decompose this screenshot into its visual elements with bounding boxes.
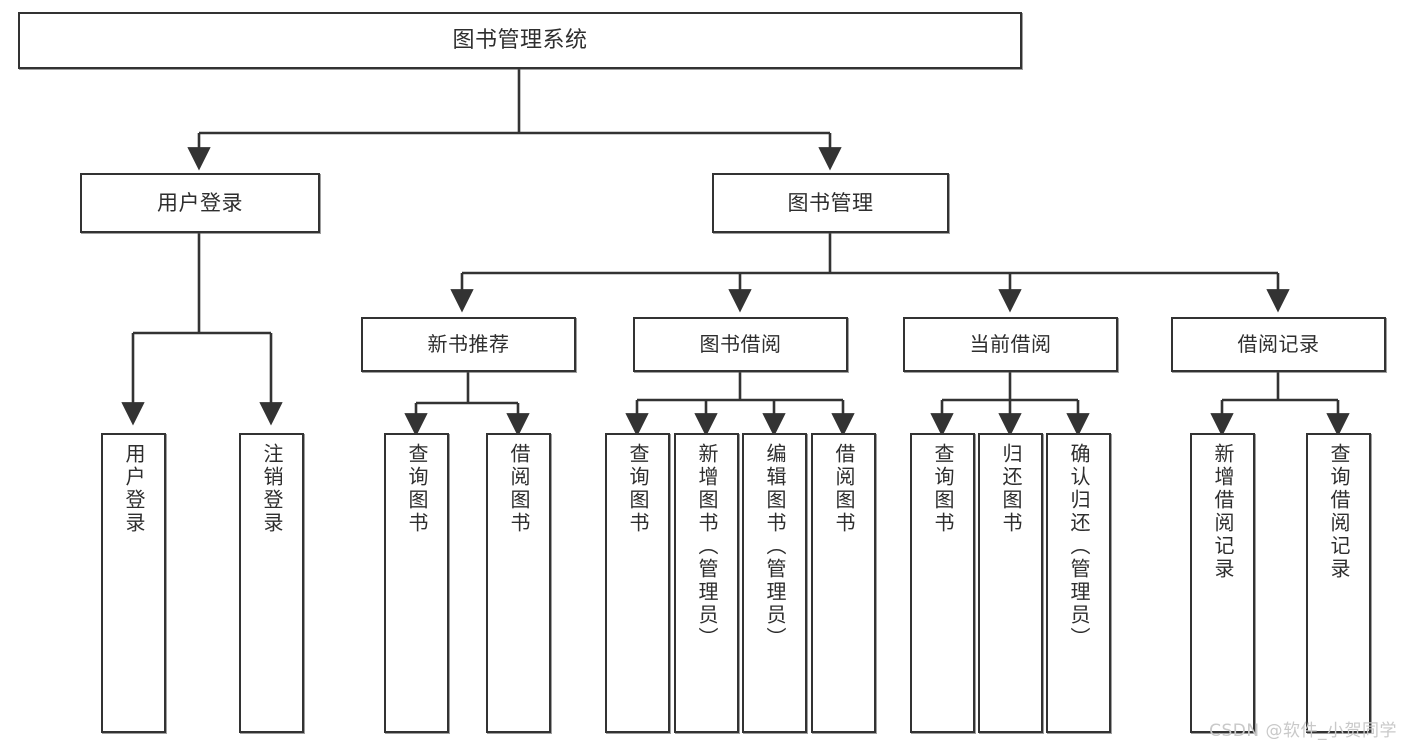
- node-label: 借阅记录: [1237, 331, 1320, 356]
- node-borrow-record[interactable]: 借阅记录: [1171, 317, 1386, 372]
- node-label: 注销登录: [260, 443, 284, 535]
- leaf-logout[interactable]: 注销登录: [239, 433, 304, 733]
- node-current-borrow[interactable]: 当前借阅: [903, 317, 1118, 372]
- leaf-borrow-book[interactable]: 借阅图书: [811, 433, 876, 733]
- node-root-book-management-system[interactable]: 图书管理系统: [18, 12, 1022, 69]
- leaf-new-book-query[interactable]: 查询图书: [384, 433, 449, 733]
- node-label: 图书借阅: [699, 331, 782, 356]
- node-book-borrow[interactable]: 图书借阅: [633, 317, 848, 372]
- leaf-add-book-admin[interactable]: 新增图书（管理员）: [674, 433, 739, 733]
- node-label: 查询借阅记录: [1327, 443, 1351, 581]
- node-label: 新增图书（管理员）: [695, 443, 719, 650]
- node-label: 借阅图书: [832, 443, 856, 535]
- node-label: 用户登录: [157, 190, 243, 215]
- leaf-query-borrow-record[interactable]: 查询借阅记录: [1306, 433, 1371, 733]
- leaf-add-borrow-record[interactable]: 新增借阅记录: [1190, 433, 1255, 733]
- leaf-current-query-book[interactable]: 查询图书: [910, 433, 975, 733]
- leaf-borrow-query-book[interactable]: 查询图书: [605, 433, 670, 733]
- node-label: 当前借阅: [969, 331, 1052, 356]
- node-label: 编辑图书（管理员）: [763, 443, 787, 650]
- csdn-watermark: CSDN @软件_小贺同学: [1209, 721, 1397, 741]
- leaf-edit-book-admin[interactable]: 编辑图书（管理员）: [742, 433, 807, 733]
- node-label: 查询图书: [626, 443, 650, 535]
- leaf-confirm-return-admin[interactable]: 确认归还（管理员）: [1046, 433, 1111, 733]
- node-user-login[interactable]: 用户登录: [80, 173, 320, 233]
- node-label: 归还图书: [999, 443, 1023, 535]
- node-label: 确认归还（管理员）: [1067, 443, 1091, 650]
- node-label: 图书管理: [787, 190, 874, 215]
- node-label: 借阅图书: [507, 443, 531, 535]
- node-label: 新书推荐: [427, 331, 510, 356]
- node-label: 图书管理系统: [452, 27, 588, 53]
- node-new-book-recommend[interactable]: 新书推荐: [361, 317, 576, 372]
- node-label: 查询图书: [405, 443, 429, 535]
- leaf-return-book[interactable]: 归还图书: [978, 433, 1043, 733]
- leaf-user-login[interactable]: 用户登录: [101, 433, 166, 733]
- node-label: 查询图书: [931, 443, 955, 535]
- leaf-new-book-borrow[interactable]: 借阅图书: [486, 433, 551, 733]
- node-book-management[interactable]: 图书管理: [712, 173, 949, 233]
- node-label: 用户登录: [122, 443, 146, 535]
- node-label: 新增借阅记录: [1211, 443, 1235, 581]
